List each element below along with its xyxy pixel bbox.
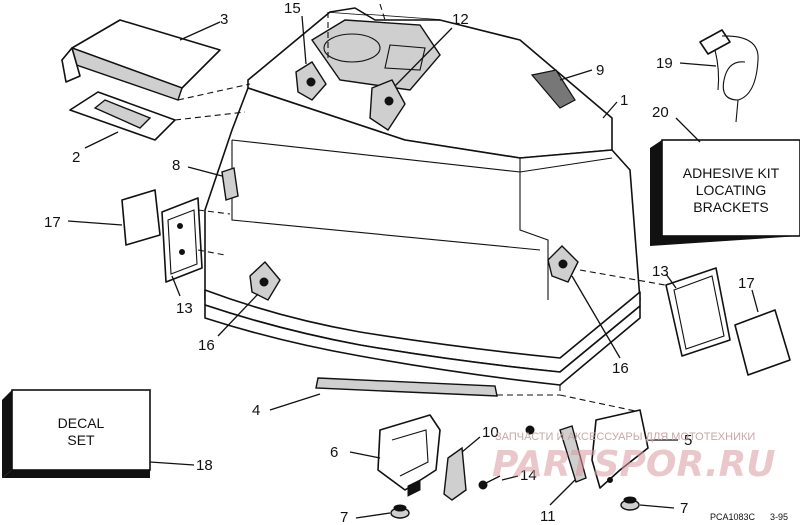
part-8-shape bbox=[221, 167, 239, 201]
callout-19: 19 bbox=[656, 55, 673, 72]
leader-lines bbox=[67, 15, 759, 519]
watermark: ЗАПЧАСТИ И АКСЕССУАРЫ ДЛЯ МОТОТЕХНИКИ PA… bbox=[492, 431, 776, 485]
part-19-harness bbox=[699, 29, 759, 123]
decal-set-line-2: SET bbox=[67, 432, 95, 448]
callout-1: 1 bbox=[620, 92, 628, 109]
part-4-strip bbox=[315, 377, 498, 397]
callout-8: 8 bbox=[172, 157, 180, 174]
engine-cover bbox=[204, 7, 641, 386]
watermark-logo: PARTSPOR.RU bbox=[492, 444, 776, 485]
adhesive-kit-line-1: ADHESIVE KIT bbox=[683, 165, 780, 181]
callout-4: 4 bbox=[252, 402, 260, 419]
adhesive-kit-line-2: LOCATING bbox=[696, 182, 767, 198]
part-13-right-shape bbox=[665, 267, 731, 357]
figure-code: PCA1083C bbox=[710, 512, 756, 522]
callout-5: 5 bbox=[684, 432, 692, 449]
callout-11: 11 bbox=[540, 508, 556, 525]
callout-13-left: 13 bbox=[176, 300, 193, 317]
part-7-grommet-left bbox=[390, 504, 410, 519]
callout-16-right: 16 bbox=[612, 360, 629, 377]
decal-set-box: DECAL SET bbox=[2, 389, 151, 478]
part-11-lever bbox=[559, 425, 587, 483]
callout-17-right: 17 bbox=[738, 275, 755, 292]
adhesive-kit-line-3: BRACKETS bbox=[693, 199, 768, 215]
callout-20: 20 bbox=[652, 104, 669, 121]
part-6-bracket bbox=[377, 414, 441, 497]
part-3-lid bbox=[60, 19, 221, 101]
part-17-left-shape bbox=[121, 189, 161, 246]
decal-set-line-1: DECAL bbox=[58, 415, 105, 431]
part-9-shape bbox=[530, 69, 576, 109]
callout-9: 9 bbox=[596, 62, 604, 79]
callout-17-left: 17 bbox=[44, 214, 61, 231]
part-14-screw bbox=[478, 475, 501, 490]
part-2-seal bbox=[69, 91, 176, 141]
part-13-left-shape bbox=[161, 197, 203, 283]
callout-7-left: 7 bbox=[340, 509, 348, 525]
callout-2: 2 bbox=[72, 149, 80, 166]
callout-15: 15 bbox=[284, 0, 301, 17]
callout-numbers: 3 2 15 12 9 1 8 17 13 16 16 13 17 19 20 … bbox=[44, 0, 755, 525]
callout-7-right: 7 bbox=[680, 500, 688, 517]
adhesive-kit-box: ADHESIVE KIT LOCATING BRACKETS bbox=[650, 139, 800, 246]
part-5-plate bbox=[591, 409, 649, 489]
callout-14: 14 bbox=[520, 467, 537, 484]
callout-3: 3 bbox=[220, 11, 228, 28]
callout-10: 10 bbox=[482, 424, 499, 441]
callout-12: 12 bbox=[452, 11, 469, 28]
callout-13-right: 13 bbox=[652, 263, 669, 280]
part-17-right-shape bbox=[734, 309, 791, 376]
callout-16-left: 16 bbox=[198, 337, 215, 354]
part-10-hook bbox=[443, 446, 467, 501]
callout-18: 18 bbox=[196, 457, 213, 474]
screw-near-10 bbox=[525, 425, 535, 435]
figure-date: 3-95 bbox=[770, 512, 788, 522]
watermark-caption: ЗАПЧАСТИ И АКСЕССУАРЫ ДЛЯ МОТОТЕХНИКИ bbox=[495, 431, 755, 443]
callout-6: 6 bbox=[330, 444, 338, 461]
part-7-grommet-right bbox=[620, 496, 640, 511]
